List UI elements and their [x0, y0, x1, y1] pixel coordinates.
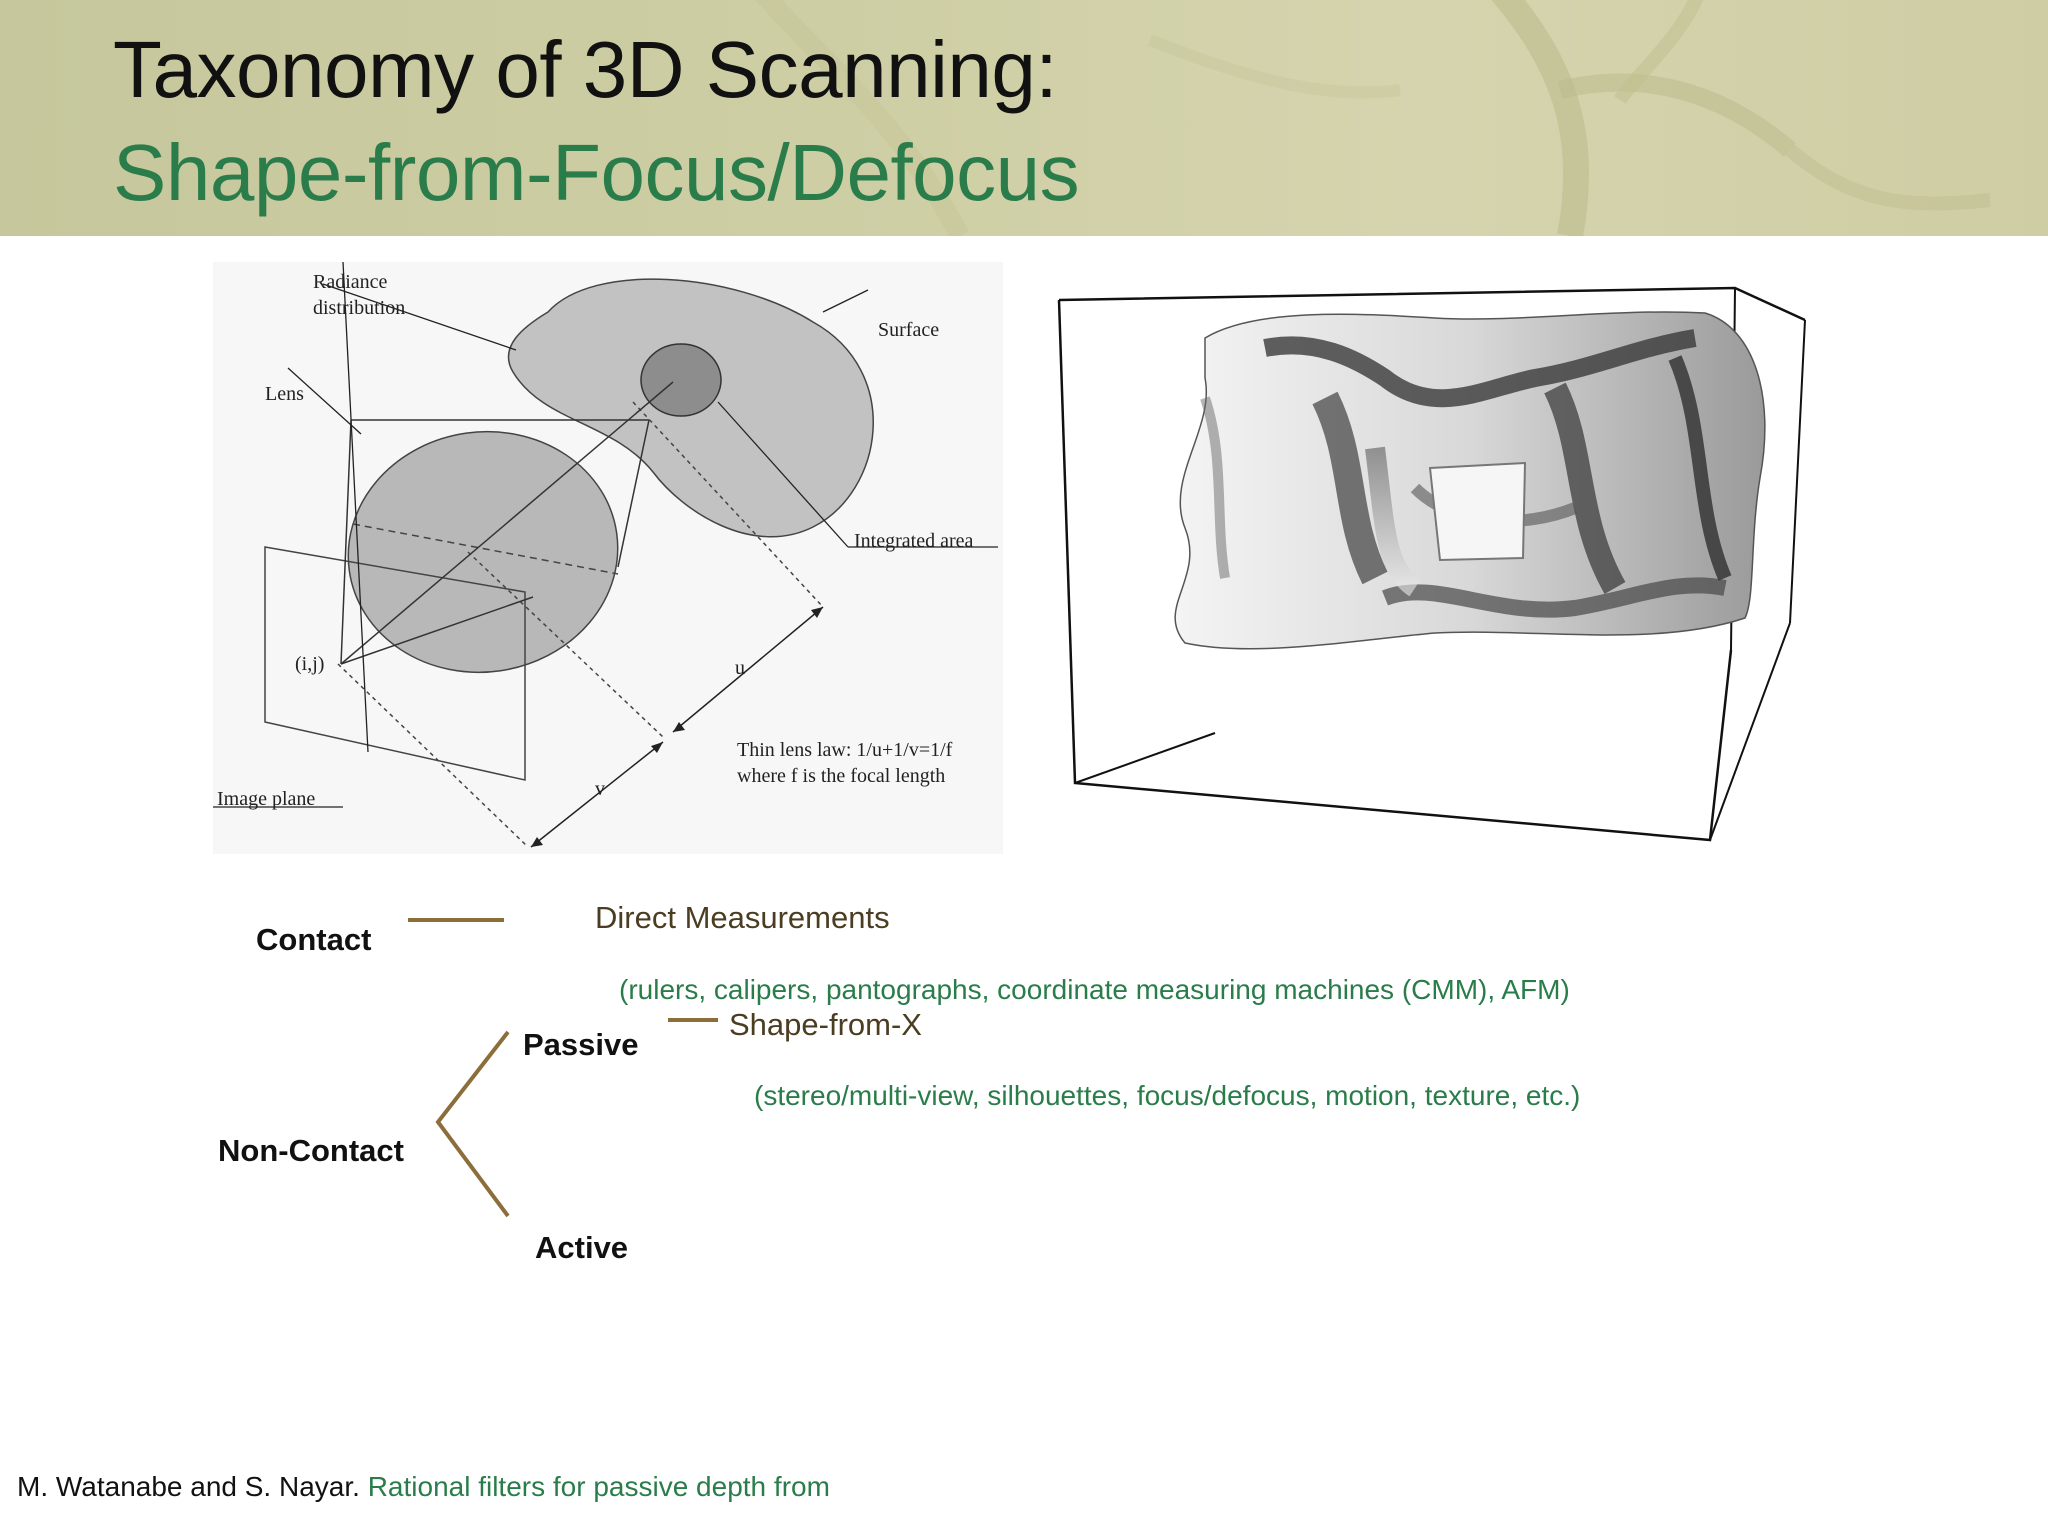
label-radiance-1: Radiance: [313, 271, 388, 293]
citation: M. Watanabe and S. Nayar. Rational filte…: [17, 1471, 830, 1503]
taxonomy-direct-measurements: Direct Measurements: [595, 900, 890, 935]
label-image-plane: Image plane: [217, 788, 315, 810]
taxonomy-contact: Contact: [256, 922, 372, 957]
label-radiance-2: distribution: [313, 297, 405, 319]
depth-reconstruction-render: [1057, 286, 1806, 842]
label-lens: Lens: [265, 383, 304, 405]
taxonomy-direct-examples: (rulers, calipers, pantographs, coordina…: [619, 974, 1570, 1005]
label-surface: Surface: [878, 319, 939, 341]
label-ij: (i,j): [295, 653, 324, 675]
lens-shape: [347, 430, 619, 674]
image-plane-shape: [264, 546, 526, 781]
thin-lens-law-line2: where f is the focal length: [737, 765, 945, 787]
thin-lens-law-line1: Thin lens law: 1/u+1/v=1/f: [737, 739, 953, 761]
thin-lens-diagram: Radiance distribution Surface Lens Integ…: [213, 262, 1003, 854]
header-decoration: [755, 0, 1991, 236]
taxonomy-shape-from-x: Shape-from-X: [729, 1007, 922, 1042]
taxonomy-active: Active: [535, 1230, 629, 1265]
citation-link[interactable]: Rational filters for passive depth from: [367, 1471, 830, 1502]
label-u: u: [735, 657, 745, 679]
label-integrated-area: Integrated area: [854, 530, 973, 552]
taxonomy-passive: Passive: [523, 1027, 639, 1062]
citation-authors: M. Watanabe and S. Nayar.: [17, 1471, 360, 1502]
slide-title: Taxonomy of 3D Scanning:: [113, 25, 1058, 114]
integrated-area-shape: [640, 343, 722, 417]
slide-subtitle: Shape-from-Focus/Defocus: [113, 128, 1080, 217]
taxonomy-connectors: [408, 918, 718, 1218]
slide-header: Taxonomy of 3D Scanning: Shape-from-Focu…: [0, 0, 2048, 236]
taxonomy-shape-examples: (stereo/multi-view, silhouettes, focus/d…: [754, 1080, 1581, 1111]
label-v: v: [595, 778, 605, 800]
taxonomy-non-contact: Non-Contact: [218, 1133, 404, 1168]
